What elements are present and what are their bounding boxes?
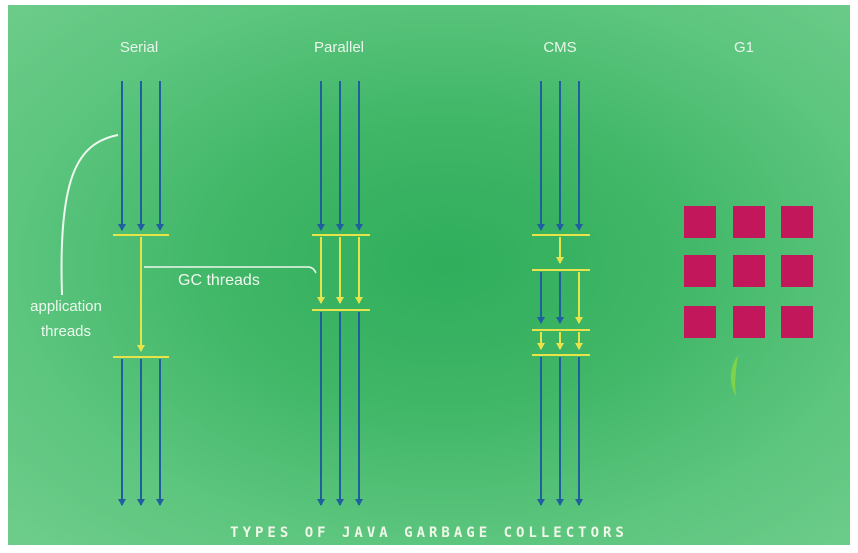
cms-title: CMS xyxy=(543,39,577,56)
g1-region xyxy=(684,306,716,338)
diagram-panel: Serial Parallel CMS G1 xyxy=(8,5,850,545)
slide-caption: Types of Java Garbage Collectors xyxy=(230,525,628,541)
parallel-column xyxy=(312,81,370,506)
g1-region xyxy=(684,206,716,238)
gc-threads-connector xyxy=(144,266,317,274)
g1-region xyxy=(733,306,765,338)
serial-title: Serial xyxy=(119,39,159,56)
g1-leaf-mark xyxy=(731,355,738,397)
g1-region-grid xyxy=(684,206,813,338)
serial-app-threads-top xyxy=(118,81,164,231)
application-threads-label: application threads xyxy=(30,298,102,340)
serial-app-threads-bottom xyxy=(118,359,164,506)
app-threads-connector xyxy=(60,134,119,296)
g1-region xyxy=(733,206,765,238)
g1-title: G1 xyxy=(733,39,754,56)
cms-column xyxy=(532,81,590,506)
serial-column xyxy=(113,81,169,506)
g1-region xyxy=(781,306,813,338)
g1-region xyxy=(781,206,813,238)
g1-region xyxy=(733,255,765,287)
gc-threads-label: GC threads xyxy=(178,272,260,289)
parallel-title: Parallel xyxy=(313,39,365,56)
g1-region xyxy=(781,255,813,287)
gc-diagram xyxy=(60,81,813,506)
g1-region xyxy=(684,255,716,287)
